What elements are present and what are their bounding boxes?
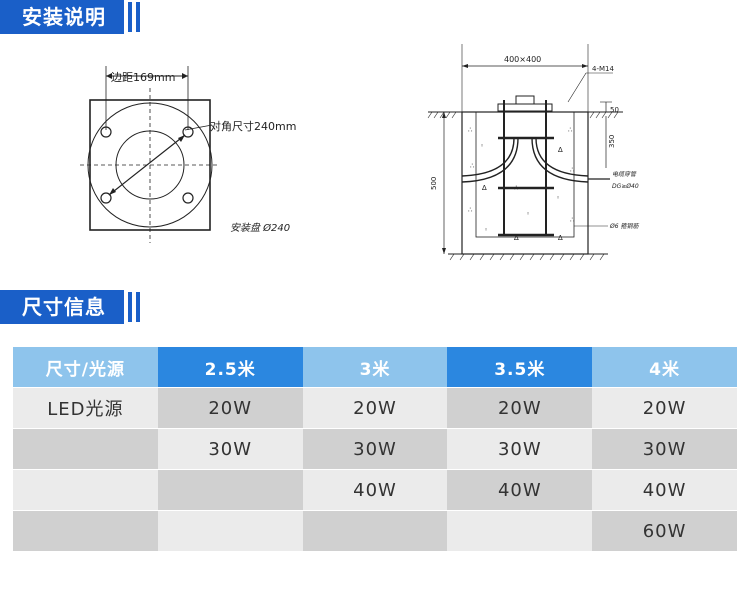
svg-text:∆: ∆ <box>481 184 487 192</box>
depth-500-label: 500 <box>430 177 438 190</box>
svg-text:∴: ∴ <box>570 216 575 224</box>
table-cell <box>13 511 158 552</box>
section-title-install: 安装说明 <box>0 0 124 34</box>
table-cell <box>13 470 158 511</box>
table-cell <box>447 511 593 552</box>
header-2-5m: 2.5米 <box>157 347 303 388</box>
table-cell: LED光源 <box>13 388 158 429</box>
bolt-label: 4-M14 <box>592 65 614 73</box>
header-3m: 3米 <box>302 347 448 388</box>
edge-distance-label: 边距169mm <box>111 71 175 84</box>
table-cell: 60W <box>592 511 737 552</box>
section-header-size: 尺寸信息 <box>0 290 140 324</box>
table-cell: 20W <box>157 388 303 429</box>
table-cell: 30W <box>302 429 448 470</box>
svg-text:∴: ∴ <box>570 166 575 174</box>
svg-text:∆: ∆ <box>557 146 563 154</box>
header-4m: 4米 <box>592 347 737 388</box>
header-size-source: 尺寸/光源 <box>13 347 158 388</box>
svg-text:∴: ∴ <box>470 162 475 170</box>
table-cell: 20W <box>592 388 737 429</box>
dim-350-label: 350 <box>608 135 616 148</box>
table-cell <box>157 511 303 552</box>
table-row: 30W 30W 30W 30W <box>13 429 737 470</box>
table-cell: 40W <box>447 470 593 511</box>
top-dimension-label: 400×400 <box>504 55 541 64</box>
section-bar-2 <box>136 2 140 32</box>
table-cell: 20W <box>447 388 593 429</box>
table-row: LED光源 20W 20W 20W 20W <box>13 388 737 429</box>
table-cell: 30W <box>592 429 737 470</box>
header-3-5m: 3.5米 <box>447 347 593 388</box>
svg-text:◦: ◦ <box>480 142 484 150</box>
svg-text:∆: ∆ <box>513 234 519 242</box>
table-cell <box>13 429 158 470</box>
diagonal-size-label: 对角尺寸240mm <box>210 119 296 133</box>
svg-text:∴: ∴ <box>568 126 573 134</box>
section-header-install: 安装说明 <box>0 0 140 34</box>
mounting-plate-note: 安装盘 Ø240 <box>230 222 290 234</box>
section-title-size: 尺寸信息 <box>0 290 124 324</box>
conduit-spec-label: DG≥Ø40 <box>612 183 639 190</box>
svg-text:∴: ∴ <box>468 126 473 134</box>
foundation-section-drawing: 400×400 4-M14 ∴◦∴ ∆∴◦ ∴∆∴ ◦∴∆ ∴◦∆ <box>427 44 639 261</box>
size-spec-table: 尺寸/光源 2.5米 3米 3.5米 4米 LED光源 20W 20W 20W … <box>13 347 737 552</box>
dim-50-label: 50 <box>610 106 619 114</box>
flange-plate-drawing: 边距169mm 对角尺寸240mm 安装盘 Ø240 <box>80 66 296 243</box>
table-cell <box>302 511 448 552</box>
svg-text:∆: ∆ <box>557 234 563 242</box>
table-cell <box>157 470 303 511</box>
section-bar-1 <box>128 292 132 322</box>
svg-text:◦: ◦ <box>556 194 560 202</box>
rebar-label: Ø6 箍钢筋 <box>609 222 639 230</box>
conduit-label: 电缆穿管 <box>612 170 637 178</box>
table-cell: 20W <box>302 388 448 429</box>
svg-text:◦: ◦ <box>526 210 530 218</box>
section-bar-2 <box>136 292 140 322</box>
svg-text:◦: ◦ <box>484 226 488 234</box>
table-row: 60W <box>13 511 737 552</box>
svg-text:∴: ∴ <box>468 206 473 214</box>
table-cell: 30W <box>157 429 303 470</box>
table-row: 40W 40W 40W <box>13 470 737 511</box>
table-cell: 40W <box>302 470 448 511</box>
table-header-row: 尺寸/光源 2.5米 3米 3.5米 4米 <box>13 347 737 388</box>
table-cell: 40W <box>592 470 737 511</box>
table-cell: 30W <box>447 429 593 470</box>
section-bar-1 <box>128 2 132 32</box>
